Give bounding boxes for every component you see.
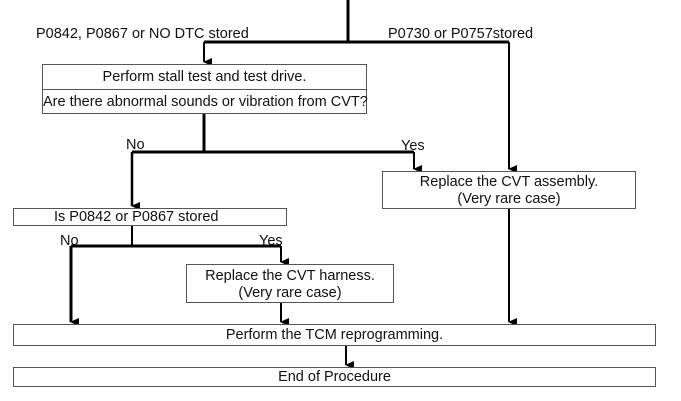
label-no-2: No (60, 233, 79, 249)
box-tcm-reprogram: Perform the TCM reprogramming. (13, 324, 656, 346)
box-end: End of Procedure (13, 367, 656, 387)
box-stall-test: Perform stall test and test drive. Are t… (42, 64, 368, 114)
label-yes-2: Yes (259, 233, 283, 249)
box-replace-harness-line2: (Very rare case) (238, 285, 342, 301)
box-stall-test-divider (43, 89, 366, 90)
box-stall-test-line1: Perform stall test and test drive. (102, 69, 307, 85)
box-replace-assembly-line2: (Very rare case) (457, 191, 561, 207)
box-dtc-check: Is P0842 or P0867 stored (13, 208, 287, 226)
label-left-branch: P0842, P0867 or NO DTC stored (36, 26, 249, 42)
box-dtc-check-line1: Is P0842 or P0867 stored (54, 209, 219, 225)
box-replace-assembly: Replace the CVT assembly. (Very rare cas… (382, 171, 636, 209)
box-replace-assembly-line1: Replace the CVT assembly. (419, 174, 599, 190)
label-right-branch: P0730 or P0757stored (388, 26, 534, 42)
label-yes-1: Yes (401, 138, 425, 154)
box-replace-harness: Replace the CVT harness. (Very rare case… (186, 264, 394, 303)
box-tcm-reprogram-line1: Perform the TCM reprogramming. (225, 327, 444, 343)
label-no-1: No (126, 137, 145, 153)
box-stall-test-line2: Are there abnormal sounds or vibration f… (43, 94, 368, 110)
box-end-line1: End of Procedure (278, 369, 391, 385)
box-replace-harness-line1: Replace the CVT harness. (205, 268, 375, 284)
